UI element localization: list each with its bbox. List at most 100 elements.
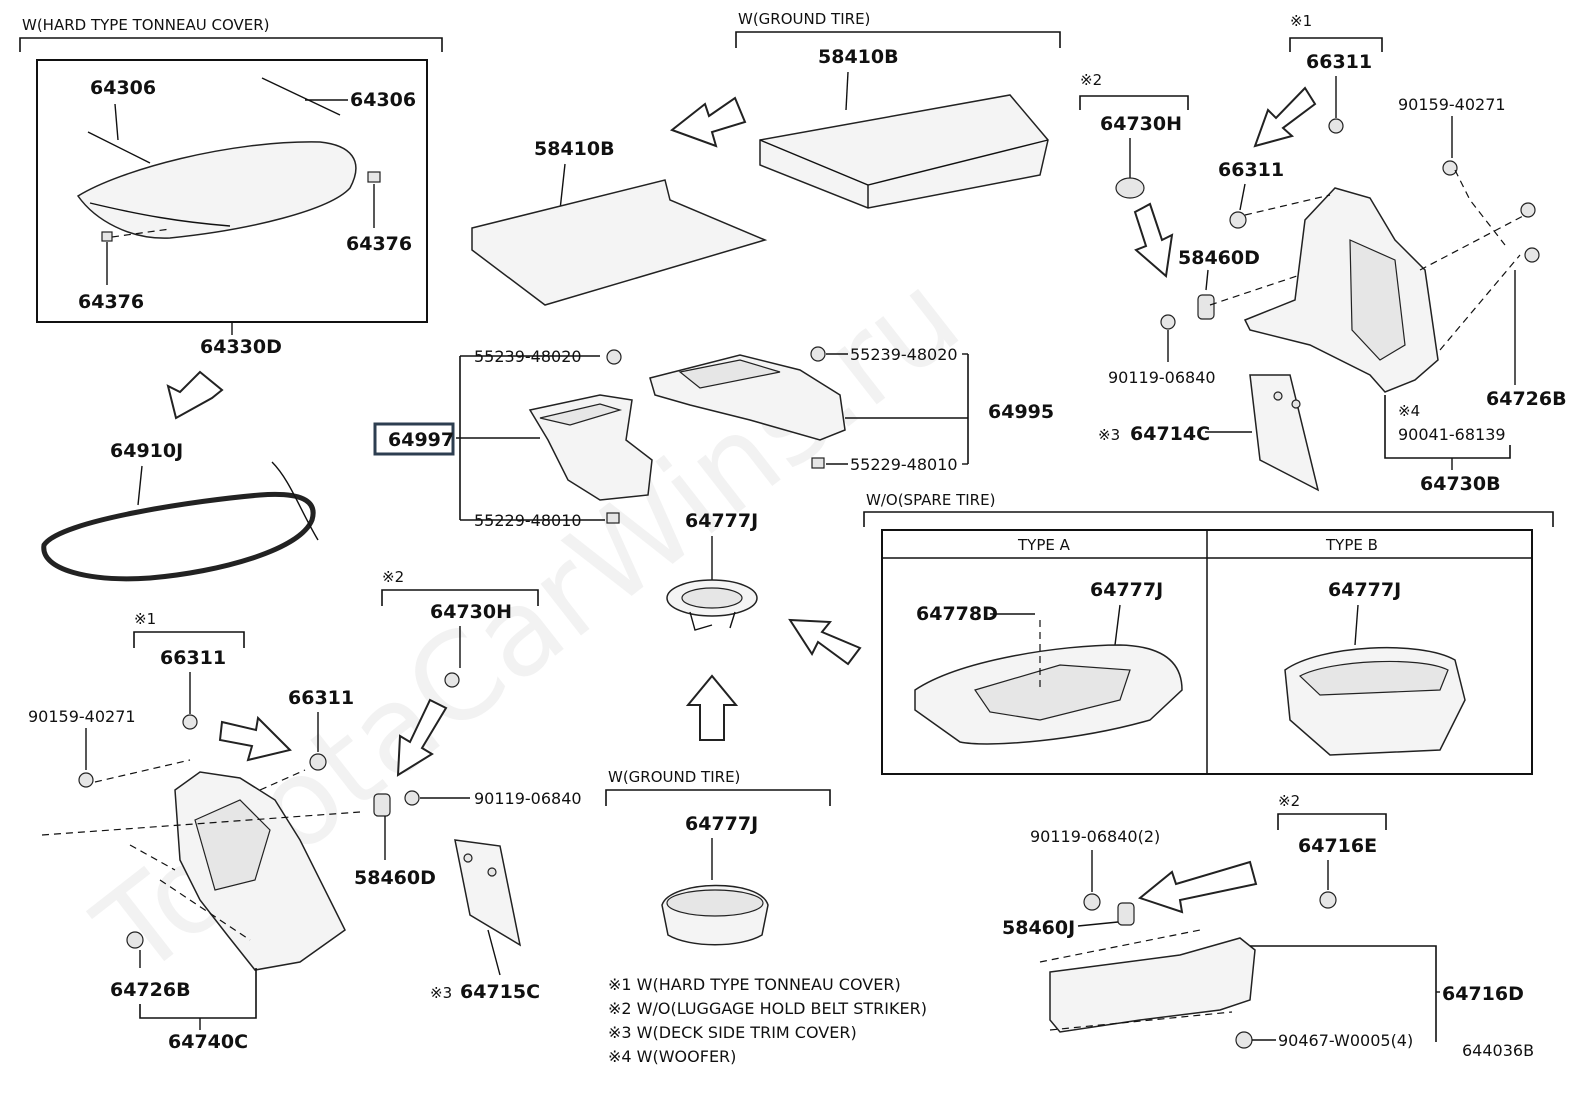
tonneau-cover-part (76, 77, 381, 242)
screw-64716E (1319, 891, 1337, 909)
label-90119-mid: 90119-06840 (474, 789, 582, 808)
trim-cover-64715C-part (454, 839, 522, 947)
note-3: ※3 W(DECK SIDE TRIM COVER) (608, 1023, 857, 1042)
label-90467: 90467-W0005(4) (1278, 1031, 1413, 1050)
header-ground-tire-bottom: W(GROUND TIRE) (608, 768, 740, 786)
header-hard-tonneau: W(HARD TYPE TONNEAU COVER) (22, 16, 270, 34)
label-90041: 90041-68139 (1398, 425, 1506, 444)
label-64995: 64995 (988, 401, 1054, 423)
leader-64777J-a (1114, 604, 1121, 646)
label-90159-top: 90159-40271 (1398, 95, 1506, 114)
label-64716D: 64716D (1442, 983, 1524, 1005)
clip-66311-t1 (1328, 118, 1344, 134)
label-66311-l2: 66311 (288, 687, 354, 709)
arrow-right-icon (218, 715, 292, 762)
deck-board-lower-part (471, 179, 768, 306)
label-64306-b: 64306 (350, 89, 416, 111)
label-64730H-top: 64730H (1100, 113, 1182, 135)
clip-66311-l2 (309, 753, 327, 771)
bolt-64730H-mid (444, 672, 460, 688)
seal-end-line (271, 461, 319, 541)
deck-side-trim-right-part (1209, 169, 1526, 393)
label-66311-t2: 66311 (1218, 159, 1284, 181)
weatherstrip-seal-part (41, 491, 316, 582)
bracket-spare-tire (863, 511, 1554, 527)
screw-90119-mid (404, 790, 420, 806)
arrow-left-up-icon (788, 618, 862, 666)
label-66311-l1: 66311 (160, 647, 226, 669)
label-64997: 64997 (388, 429, 454, 451)
leader-64910J (137, 465, 143, 506)
label-64376-b: 64376 (78, 291, 144, 313)
deck-side-trim-left-part (41, 759, 361, 971)
bracket-mark1-top (1289, 37, 1383, 52)
bracket-ground-tire-bottom (605, 789, 831, 806)
bracket-hard-tonneau (19, 37, 443, 52)
type-b-tray-part (1284, 646, 1466, 756)
clip-58460J (1117, 902, 1135, 926)
label-64715C: 64715C (460, 981, 540, 1003)
arrow-down-left-icon-2 (1253, 86, 1317, 148)
header-type-a: TYPE A (1017, 536, 1071, 554)
clip-66311-t2 (1229, 211, 1247, 229)
label-64726B-top: 64726B (1486, 388, 1567, 410)
bracket-mark1-left (133, 631, 245, 648)
mark2-br: ※2 (1278, 792, 1300, 810)
label-58410B-a: 58410B (818, 46, 899, 68)
label-90159-left: 90159-40271 (28, 707, 136, 726)
label-64730H-mid: 64730H (430, 601, 512, 623)
bracket-64730B (1384, 395, 1511, 459)
label-64716E: 64716E (1298, 835, 1377, 857)
trim-cover-64714C-part (1249, 374, 1320, 492)
mark3-right: ※3 (1098, 426, 1120, 444)
deck-trim-rear-panel-part (1039, 929, 1256, 1033)
label-55229-br: 55229-48010 (850, 455, 958, 474)
note-4: ※4 W(WOOFER) (608, 1047, 736, 1066)
label-66311-t1: 66311 (1306, 51, 1372, 73)
bolt-64730H-top (1115, 177, 1145, 199)
label-64726B-left: 64726B (110, 979, 191, 1001)
deck-board-upper-fold (759, 139, 1049, 208)
bracket-64716D (1250, 945, 1437, 1042)
header-type-b: TYPE B (1325, 536, 1378, 554)
leader-58460J (1077, 921, 1119, 927)
label-64777J-bot: 64777J (685, 813, 758, 835)
label-64777J-b: 64777J (1328, 579, 1401, 601)
label-64777J-mid: 64777J (685, 510, 758, 532)
header-spare-tire: W/O(SPARE TIRE) (866, 491, 995, 509)
mark2-mid: ※2 (382, 568, 404, 586)
screw-64726B-top (1524, 247, 1540, 263)
label-64376-a: 64376 (346, 233, 412, 255)
label-64740C: 64740C (168, 1031, 248, 1053)
label-64777J-a: 64777J (1090, 579, 1163, 601)
floor-box-part (528, 349, 653, 524)
arrow-up-icon (685, 674, 739, 741)
spare-tire-cover-part (666, 579, 758, 631)
screw-90159-left (78, 772, 94, 788)
deck-board-upper-part (759, 94, 1049, 209)
leader-64777J-b (1354, 604, 1359, 646)
screw-90159-top (1442, 160, 1458, 176)
label-64306-a: 64306 (90, 77, 156, 99)
diagram-id: 644036B (1462, 1041, 1534, 1060)
clip-58460D-mid (373, 793, 391, 817)
label-64778D: 64778D (916, 603, 998, 625)
screw-right-1 (1520, 202, 1536, 218)
arrow-down-icon (1133, 202, 1174, 278)
mark3-mid: ※3 (430, 984, 452, 1002)
leader-64306-a (114, 103, 119, 141)
label-58460D-top: 58460D (1178, 247, 1260, 269)
clip-58460D-top (1197, 294, 1215, 320)
label-58410B-b: 58410B (534, 138, 615, 160)
floor-box-side-part (649, 346, 846, 469)
type-a-tray-part (914, 620, 1183, 745)
bracket-ground-tire-top (735, 31, 1061, 48)
footnotes: ※1 W(HARD TYPE TONNEAU COVER) ※2 W/O(LUG… (608, 975, 927, 1066)
screw-90119-top (1160, 314, 1176, 330)
header-ground-tire-top: W(GROUND TIRE) (738, 10, 870, 28)
bracket-mark2-br (1277, 813, 1387, 830)
leader-58460D-top (1205, 269, 1209, 291)
leader-66311-t2 (1239, 183, 1246, 211)
